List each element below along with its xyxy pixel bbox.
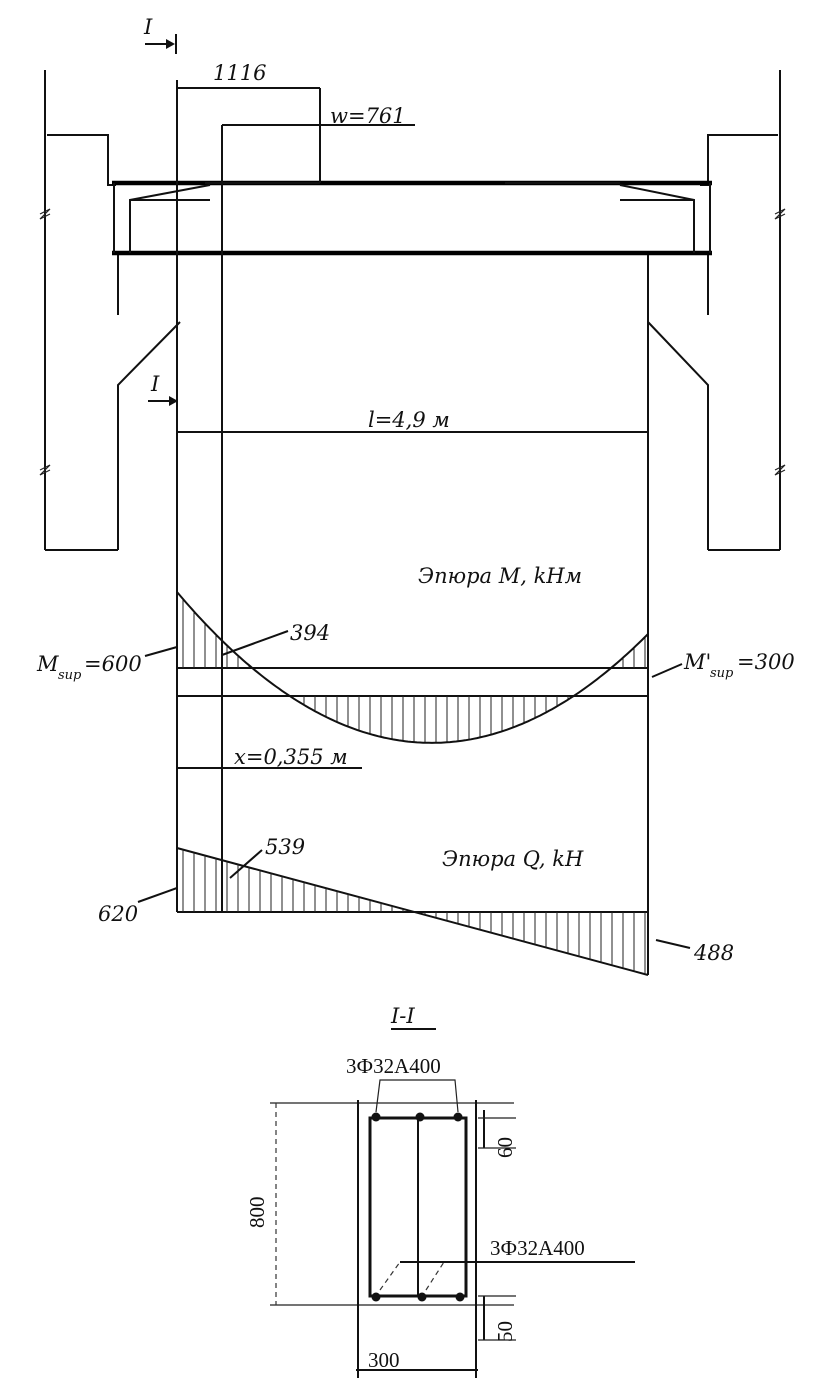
rebar-top-right <box>453 1112 463 1122</box>
m-sup-left-prefix: M <box>36 652 59 676</box>
sec-width-label: 300 <box>368 1348 400 1372</box>
crossbeam <box>112 180 712 256</box>
beam-body <box>176 80 649 975</box>
section-mark-top: I <box>143 15 177 54</box>
rebar-top-label: 3Ф32A400 <box>346 1054 441 1078</box>
section-mark-top-label: I <box>143 15 153 39</box>
x-dimension: x=0,355 м <box>177 745 362 769</box>
span-dimension: l=4,9 м <box>177 408 648 433</box>
m-sup-left: M sup =600 <box>36 652 142 683</box>
shear-diagram-title: Эпюра Q, kH <box>442 847 584 871</box>
rebar-bottom-right <box>455 1292 465 1302</box>
m-394-label: 394 <box>290 621 330 645</box>
shear-diagram: Эпюра Q, kH 539 620 488 <box>98 835 734 976</box>
left-column <box>39 70 181 551</box>
dim-1116-label: 1116 <box>213 61 266 85</box>
m-sup-right-value: =300 <box>737 650 795 674</box>
section-mark-mid: I <box>148 372 178 406</box>
m-sup-right: M' sup =300 <box>683 650 795 681</box>
sec-bottom-cover-label: 50 <box>493 1321 517 1342</box>
moment-diagram-title: Эпюра M, kHм <box>418 564 582 588</box>
sec-height-label: 800 <box>245 1197 269 1229</box>
span-label: l=4,9 м <box>368 408 450 432</box>
section-mark-mid-label: I <box>150 372 160 396</box>
q-539-label: 539 <box>265 835 305 859</box>
section-title: I-I <box>390 1004 415 1028</box>
right-column <box>647 70 786 551</box>
dim-w-label: w=761 <box>330 104 406 128</box>
rebar-bottom-label: 3Ф32A400 <box>490 1236 585 1260</box>
m-sup-left-sub: sup <box>58 668 82 683</box>
x-dim-label: x=0,355 м <box>234 745 348 769</box>
section-1-1: I-I 3Ф32A400 3Ф32A400 800 300 60 50 <box>245 1004 635 1378</box>
rebar-bottom-middle <box>417 1292 427 1302</box>
m-sup-left-value: =600 <box>84 652 142 676</box>
shear-hatch <box>182 849 646 975</box>
q-488-label: 488 <box>693 941 734 965</box>
rebar-bottom-left <box>371 1292 381 1302</box>
q-620-label: 620 <box>98 902 138 926</box>
m-sup-right-sub: sup <box>710 666 734 681</box>
moment-curve <box>176 591 649 744</box>
rebar-top-left <box>371 1112 381 1122</box>
m-sup-right-prefix: M' <box>683 650 711 674</box>
rebar-top-middle <box>415 1112 425 1122</box>
moment-hatch <box>182 599 646 743</box>
sec-top-cover-label: 60 <box>493 1137 517 1158</box>
moment-diagram: Эпюра M, kHм 394 <box>144 564 683 744</box>
